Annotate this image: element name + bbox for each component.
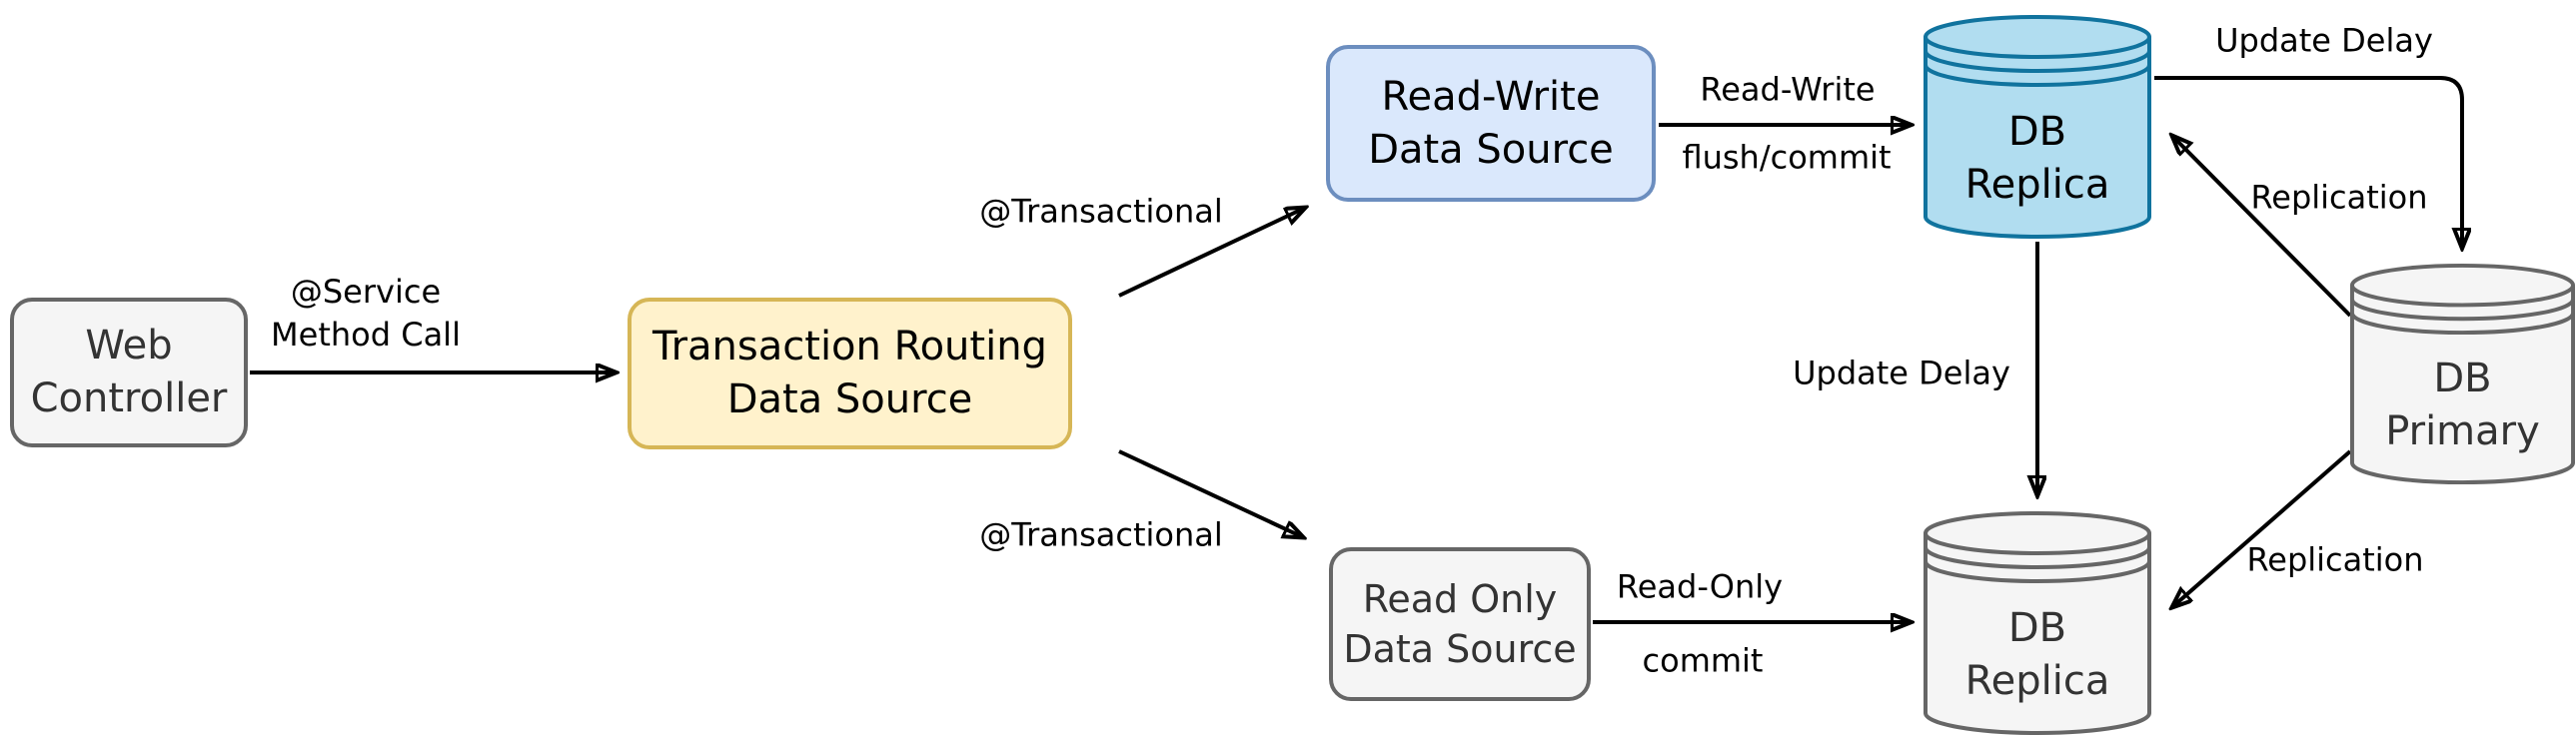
node-db-replica-readwrite: DB Replica [1924,13,2151,241]
node-db-replica-readonly: DB Replica [1924,509,2151,737]
edge-label-service-method-call: @Service Method Call [271,272,461,354]
edge-label-transactional-bottom: @Transactional [979,515,1223,554]
edge-replication-to-ro-replica [2172,449,2352,607]
edge-update-delay-to-primary [2154,76,2462,248]
edge-replication-to-rw-replica [2172,136,2352,318]
database-cylinder-icon [1924,15,2151,239]
edge-label-read-only: Read-Only [1616,567,1784,606]
node-transaction-routing-label: Transaction Routing Data Source [652,324,1047,422]
database-cylinder-icon [2350,263,2575,485]
node-db-replica-readonly-label: DB Replica [1964,605,2110,704]
database-cylinder-icon [1924,511,2151,735]
edge-label-flush-commit: flush/commit [1682,138,1892,177]
edge-transactional-readonly [1118,449,1303,537]
edge-label-replication-top: Replication [2250,178,2428,217]
edge-label-commit: commit [1642,641,1764,680]
node-read-only-data-source: Read Only Data Source [1329,547,1591,701]
node-db-primary-label: DB Primary [2385,356,2540,454]
edge-label-replication-bottom: Replication [2246,540,2424,579]
node-db-replica-readwrite-label: DB Replica [1964,109,2110,208]
node-read-only-label: Read Only Data Source [1343,576,1577,671]
node-web-controller: Web Controller [10,298,248,447]
edge-label-read-write: Read-Write [1700,70,1876,109]
node-web-controller-label: Web Controller [30,323,228,421]
node-transaction-routing-data-source: Transaction Routing Data Source [628,298,1072,449]
edge-label-transactional-top: @Transactional [979,192,1223,231]
edge-transactional-readwrite [1118,208,1305,298]
edge-label-update-delay-top: Update Delay [2215,21,2433,60]
node-read-write-data-source: Read-Write Data Source [1326,45,1656,202]
edge-label-update-delay-mid: Update Delay [1793,354,2010,392]
node-db-primary: DB Primary [2350,262,2575,486]
node-read-write-label: Read-Write Data Source [1368,73,1614,173]
